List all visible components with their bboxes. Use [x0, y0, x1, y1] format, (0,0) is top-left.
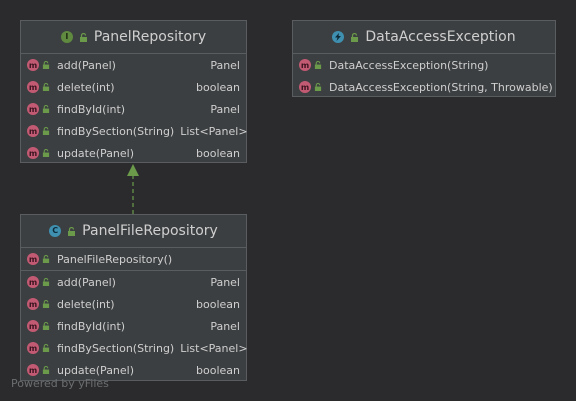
implements-arrowhead	[127, 164, 139, 176]
method-row[interactable]: m findBySection(String) List<Panel>	[21, 120, 248, 142]
method-name: findBySection(String)	[57, 341, 175, 355]
lightning-icon	[335, 33, 342, 41]
public-access-icon	[42, 344, 50, 352]
return-type: Panel	[210, 319, 240, 333]
constructor-row[interactable]: m PanelFileRepository()	[21, 248, 246, 271]
method-row[interactable]: m add(Panel) Panel	[21, 54, 246, 76]
method-name: update(Panel)	[57, 146, 135, 160]
return-type: Panel	[210, 102, 240, 116]
method-icon: m	[27, 253, 39, 265]
method-icon: m	[27, 59, 39, 71]
return-type: boolean	[196, 146, 240, 160]
method-row[interactable]: m delete(int) boolean	[21, 293, 246, 315]
public-access-icon	[42, 61, 50, 69]
class-box-panel-file-repository[interactable]: C PanelFileRepository m PanelFileReposit…	[20, 214, 248, 381]
class-icon: C	[49, 225, 62, 237]
constructor-name: DataAccessException(String, Throwable)	[329, 80, 553, 94]
class-title: PanelFileRepository	[82, 223, 218, 239]
public-access-icon	[42, 149, 50, 157]
method-row[interactable]: m findBySection(String) List<Panel>	[21, 337, 248, 359]
return-type: boolean	[196, 363, 240, 377]
method-icon: m	[27, 276, 39, 288]
public-access-icon	[42, 127, 50, 135]
method-name: findById(int)	[57, 102, 126, 116]
public-access-icon	[42, 105, 50, 113]
yfiles-watermark: Powered by yFiles	[11, 377, 109, 390]
public-access-icon	[42, 278, 50, 286]
constructor-list: m DataAccessException(String) m DataAcce…	[293, 54, 555, 98]
method-row[interactable]: m update(Panel) boolean	[21, 142, 246, 164]
return-type: Panel	[210, 58, 240, 72]
public-access-icon	[42, 300, 50, 308]
exception-icon	[332, 31, 345, 43]
method-name: update(Panel)	[57, 363, 135, 377]
method-icon: m	[27, 364, 39, 376]
method-name: findById(int)	[57, 319, 126, 333]
class-header: I PanelRepository	[21, 21, 246, 54]
method-icon: m	[27, 103, 39, 115]
public-access-icon	[42, 322, 50, 330]
method-icon: m	[27, 320, 39, 332]
return-type: List<Panel>	[180, 341, 248, 355]
constructor-name: DataAccessException(String)	[329, 58, 489, 72]
method-name: delete(int)	[57, 80, 115, 94]
public-access-icon	[79, 32, 87, 42]
method-list: m add(Panel) Panel m delete(int) boolean…	[21, 271, 248, 381]
method-row[interactable]: m findById(int) Panel	[21, 98, 246, 120]
return-type: boolean	[196, 80, 240, 94]
method-name: findBySection(String)	[57, 124, 175, 138]
public-access-icon	[351, 32, 359, 42]
method-row[interactable]: m update(Panel) boolean	[21, 359, 246, 381]
return-type: boolean	[196, 297, 240, 311]
public-access-icon	[42, 255, 50, 263]
return-type: List<Panel>	[180, 124, 248, 138]
class-header: DataAccessException	[293, 21, 555, 54]
class-header: C PanelFileRepository	[21, 215, 246, 248]
constructor-row[interactable]: m DataAccessException(String)	[293, 54, 555, 76]
method-icon: m	[27, 81, 39, 93]
class-title: DataAccessException	[365, 29, 516, 45]
constructor-name: PanelFileRepository()	[57, 252, 173, 266]
public-access-icon	[314, 61, 322, 69]
method-icon: m	[27, 125, 39, 137]
method-icon: m	[27, 342, 39, 354]
public-access-icon	[68, 226, 76, 236]
class-box-data-access-exception[interactable]: DataAccessException m DataAccessExceptio…	[292, 20, 556, 97]
method-icon: m	[299, 59, 311, 71]
constructor-row[interactable]: m DataAccessException(String, Throwable)	[293, 76, 555, 98]
method-icon: m	[27, 298, 39, 310]
method-name: add(Panel)	[57, 58, 116, 72]
method-name: delete(int)	[57, 297, 115, 311]
method-icon: m	[27, 147, 39, 159]
method-row[interactable]: m findById(int) Panel	[21, 315, 246, 337]
return-type: Panel	[210, 275, 240, 289]
class-box-panel-repository[interactable]: I PanelRepository m add(Panel) Panel m d…	[20, 20, 248, 164]
public-access-icon	[314, 83, 322, 91]
public-access-icon	[42, 83, 50, 91]
public-access-icon	[42, 366, 50, 374]
method-row[interactable]: m add(Panel) Panel	[21, 271, 246, 293]
interface-icon: I	[60, 31, 73, 43]
method-name: add(Panel)	[57, 275, 116, 289]
method-list: m add(Panel) Panel m delete(int) boolean…	[21, 54, 248, 164]
class-title: PanelRepository	[93, 29, 207, 45]
method-row[interactable]: m delete(int) boolean	[21, 76, 246, 98]
method-icon: m	[299, 81, 311, 93]
